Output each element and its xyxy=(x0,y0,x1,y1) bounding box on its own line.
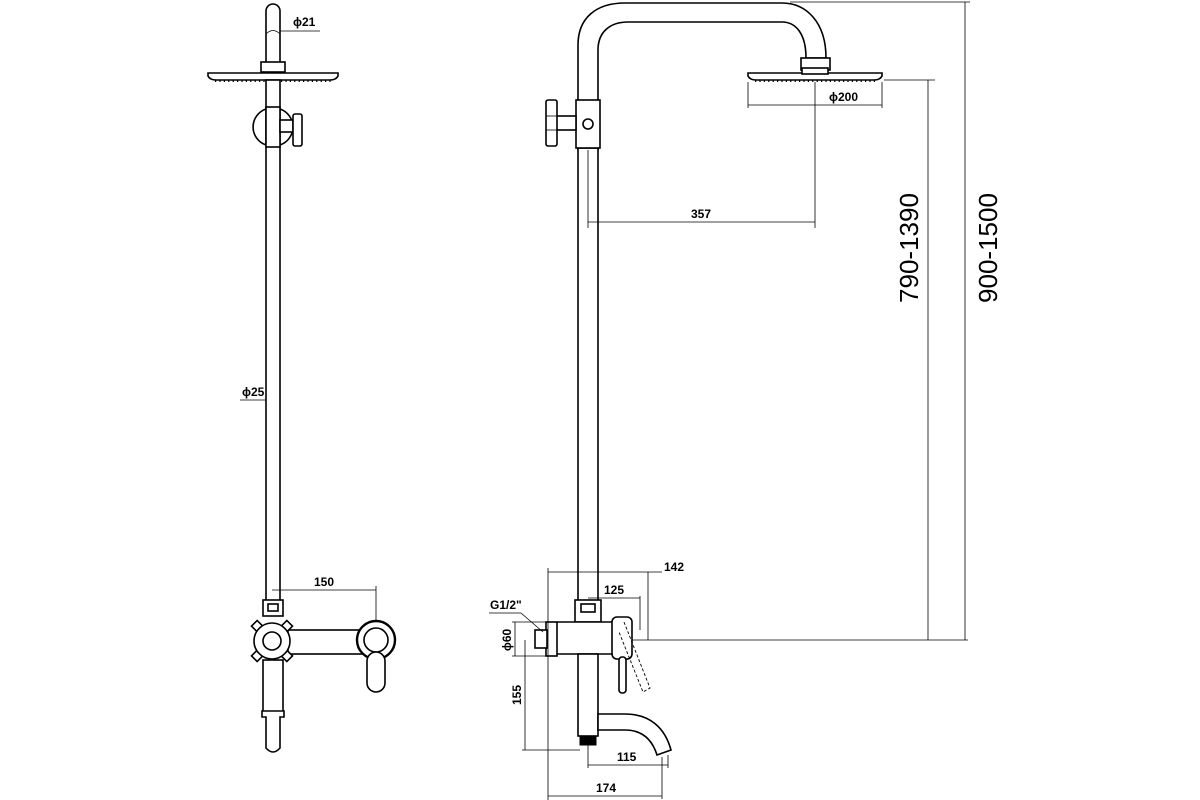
mixer-lower-body-front xyxy=(262,659,284,713)
spout-aerator-side xyxy=(579,735,597,746)
dim-pipe-diameter: ϕ25 xyxy=(240,385,266,401)
label-arm-diameter: ϕ21 xyxy=(293,15,316,29)
lever-hub-side xyxy=(611,616,633,660)
shower-head-side xyxy=(747,67,883,82)
main-pipe-front xyxy=(265,79,281,603)
dim-mixer-body-depth: 125 xyxy=(588,583,641,630)
label-handle-spacing: 150 xyxy=(314,575,334,589)
label-overall-depth: 174 xyxy=(596,781,616,795)
label-inlet-thread: G1/2" xyxy=(490,598,522,612)
dim-inlet-diameter: ϕ60 xyxy=(500,621,546,657)
diverter-stem-front xyxy=(279,119,294,133)
mixer-top-block-inner-side xyxy=(580,603,596,613)
dim-arm-diameter: ϕ21 xyxy=(280,15,320,32)
diverter-knob-side xyxy=(545,99,558,147)
inlet-connector-side xyxy=(534,629,548,649)
label-mixer-depth: 142 xyxy=(664,560,684,574)
dim-inlet-thread: G1/2" xyxy=(489,598,544,633)
dim-mixer-depth: 142 xyxy=(547,560,684,800)
arm-connector-front xyxy=(260,61,286,73)
label-spout-height: 155 xyxy=(510,685,524,705)
dim-total-height: 900-1500 xyxy=(790,1,1003,640)
lever-front xyxy=(366,651,386,693)
shower-head-front xyxy=(207,72,339,82)
lever-handle-front xyxy=(355,619,397,693)
front-view: ϕ21 ϕ25 150 xyxy=(207,3,397,753)
shower-arm-bend-line xyxy=(265,30,281,35)
diverter-sleeve-front xyxy=(265,106,281,148)
dim-spout-height: 155 xyxy=(510,640,580,751)
diverter-side xyxy=(545,99,601,149)
mixer-lower-body-side xyxy=(577,653,599,737)
diverter-stem-side xyxy=(555,115,577,131)
dim-handle-spacing: 150 xyxy=(272,575,377,621)
label-head-diameter: ϕ200 xyxy=(829,90,858,104)
label-spout-reach: 115 xyxy=(617,750,637,764)
lever-alternate-position xyxy=(618,621,651,693)
diverter-body-left-arc xyxy=(252,108,267,146)
spout-side xyxy=(597,713,672,757)
mixer-body-front xyxy=(287,629,363,655)
dim-arm-reach: 357 xyxy=(587,82,816,228)
lever-side xyxy=(618,656,627,694)
shower-arm-front xyxy=(265,3,281,65)
label-head-height-range: 790-1390 xyxy=(894,193,924,303)
dim-head-height: 790-1390 xyxy=(884,79,935,640)
label-total-height-range: 900-1500 xyxy=(973,193,1003,303)
shower-head-mount-side xyxy=(801,67,829,75)
dim-spout-reach: 115 xyxy=(587,745,669,768)
label-mixer-body-depth: 125 xyxy=(604,583,624,597)
label-pipe-diameter: ϕ25 xyxy=(242,385,265,399)
label-arm-reach: 357 xyxy=(691,207,711,221)
mixer-top-block-inner-front xyxy=(267,603,279,612)
dim-overall-depth: 174 xyxy=(548,757,663,799)
label-inlet-diameter: ϕ60 xyxy=(500,629,514,652)
leader-line xyxy=(520,612,544,633)
cross-handle-hub xyxy=(262,631,282,651)
spout-front xyxy=(261,710,285,753)
cross-handle-front xyxy=(250,619,294,663)
diverter-pin-side xyxy=(582,118,594,130)
shower-head-plate-front xyxy=(207,72,339,81)
diverter-lever-front xyxy=(292,113,303,147)
side-view: ϕ200 357 790-1390 900-1500 xyxy=(489,1,1003,800)
lever-handle-cap xyxy=(363,627,389,653)
